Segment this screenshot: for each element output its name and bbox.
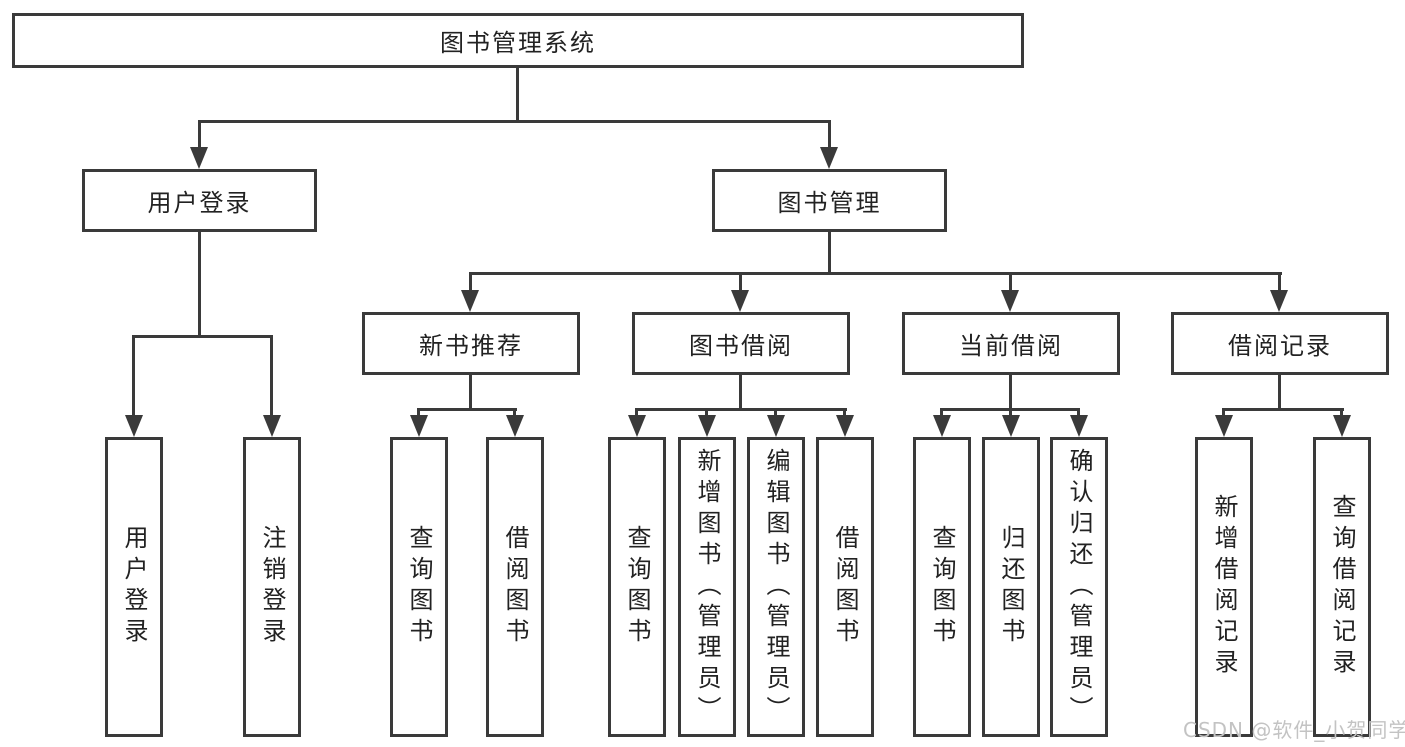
connector-root-branch bbox=[198, 120, 831, 123]
arrow-down-icon bbox=[190, 147, 208, 169]
leaf-user-login-label: 用户登录 bbox=[120, 525, 148, 649]
connector-user-login-branch bbox=[132, 335, 273, 338]
connector-drop bbox=[1009, 408, 1012, 418]
connector-drop bbox=[940, 408, 943, 418]
arrow-down-icon bbox=[1333, 415, 1351, 437]
leaf-edit-book-admin-label: 编辑图书（管理员） bbox=[762, 447, 790, 727]
arrow-down-icon bbox=[698, 415, 716, 437]
connector-drop bbox=[739, 272, 742, 294]
node-book-borrow-label: 图书借阅 bbox=[689, 332, 793, 360]
node-user-login: 用户登录 bbox=[82, 169, 317, 232]
node-root: 图书管理系统 bbox=[12, 13, 1024, 68]
arrow-down-icon bbox=[1002, 415, 1020, 437]
connector-drop bbox=[132, 335, 135, 419]
node-current-borrow: 当前借阅 bbox=[902, 312, 1120, 375]
connector-user-login-stem bbox=[198, 232, 201, 335]
leaf-logout-label: 注销登录 bbox=[258, 525, 286, 649]
arrow-down-icon bbox=[731, 290, 749, 312]
connector-drop bbox=[1077, 408, 1080, 418]
connector-stem bbox=[469, 375, 472, 408]
arrow-down-icon bbox=[461, 290, 479, 312]
connector-branch bbox=[1222, 408, 1344, 411]
arrow-down-icon bbox=[836, 415, 854, 437]
arrow-down-icon bbox=[820, 147, 838, 169]
connector-drop bbox=[705, 408, 708, 418]
connector-drop bbox=[270, 335, 273, 419]
leaf-query-borrow-record-label: 查询借阅记录 bbox=[1328, 494, 1356, 680]
node-borrow-records-label: 借阅记录 bbox=[1228, 332, 1332, 360]
connector-drop bbox=[469, 272, 472, 294]
connector-drop bbox=[1009, 272, 1012, 294]
arrow-down-icon bbox=[1070, 415, 1088, 437]
leaf-confirm-return-admin-label: 确认归还（管理员） bbox=[1065, 447, 1093, 727]
arrow-down-icon bbox=[410, 415, 428, 437]
connector-drop bbox=[1278, 272, 1281, 294]
connector-branch bbox=[417, 408, 517, 411]
node-root-label: 图书管理系统 bbox=[440, 29, 596, 57]
arrow-down-icon bbox=[125, 415, 143, 437]
connector-stem bbox=[1278, 375, 1281, 408]
leaf-logout: 注销登录 bbox=[243, 437, 301, 737]
connector-drop bbox=[774, 408, 777, 418]
node-book-management-label: 图书管理 bbox=[777, 189, 882, 217]
leaf-add-book-admin-label: 新增图书（管理员） bbox=[693, 447, 721, 727]
node-borrow-records: 借阅记录 bbox=[1171, 312, 1389, 375]
node-user-login-label: 用户登录 bbox=[147, 189, 252, 217]
connector-stem bbox=[739, 375, 742, 408]
leaf-borrow-books-1-label: 借阅图书 bbox=[501, 525, 529, 649]
leaf-user-login: 用户登录 bbox=[105, 437, 163, 737]
leaf-return-book-label: 归还图书 bbox=[997, 525, 1025, 649]
leaf-borrow-books-2-label: 借阅图书 bbox=[831, 525, 859, 649]
arrow-down-icon bbox=[1001, 290, 1019, 312]
node-new-book-recommend-label: 新书推荐 bbox=[419, 332, 523, 360]
connector-drop bbox=[843, 408, 846, 418]
node-current-borrow-label: 当前借阅 bbox=[959, 332, 1063, 360]
connector-drop bbox=[1340, 408, 1343, 418]
leaf-borrow-books-1: 借阅图书 bbox=[486, 437, 544, 737]
connector-drop bbox=[513, 408, 516, 418]
leaf-query-books-2: 查询图书 bbox=[608, 437, 666, 737]
leaf-return-book: 归还图书 bbox=[982, 437, 1040, 737]
leaf-query-borrow-record: 查询借阅记录 bbox=[1313, 437, 1371, 737]
leaf-borrow-books-2: 借阅图书 bbox=[816, 437, 874, 737]
leaf-add-book-admin: 新增图书（管理员） bbox=[678, 437, 736, 737]
connector-drop bbox=[635, 408, 638, 418]
csdn-watermark: CSDN @软件_小贺同学 bbox=[1183, 718, 1405, 742]
connector-branch bbox=[635, 408, 847, 411]
connector-stem bbox=[1009, 375, 1012, 408]
connector-book-management-stem bbox=[828, 232, 831, 272]
arrow-down-icon bbox=[1270, 290, 1288, 312]
leaf-query-books-1: 查询图书 bbox=[390, 437, 448, 737]
arrow-down-icon bbox=[1215, 415, 1233, 437]
connector-drop bbox=[1222, 408, 1225, 418]
arrow-down-icon bbox=[263, 415, 281, 437]
connector-drop-book-management bbox=[828, 120, 831, 151]
connector-root-stem bbox=[516, 68, 519, 120]
leaf-query-books-3-label: 查询图书 bbox=[928, 525, 956, 649]
leaf-query-books-2-label: 查询图书 bbox=[623, 525, 651, 649]
leaf-query-books-1-label: 查询图书 bbox=[405, 525, 433, 649]
leaf-edit-book-admin: 编辑图书（管理员） bbox=[747, 437, 805, 737]
leaf-confirm-return-admin: 确认归还（管理员） bbox=[1050, 437, 1108, 737]
leaf-add-borrow-record-label: 新增借阅记录 bbox=[1210, 494, 1238, 680]
connector-drop-user-login bbox=[198, 120, 201, 151]
arrow-down-icon bbox=[506, 415, 524, 437]
arrow-down-icon bbox=[767, 415, 785, 437]
node-book-borrow: 图书借阅 bbox=[632, 312, 850, 375]
node-book-management: 图书管理 bbox=[712, 169, 947, 232]
connector-book-management-branch bbox=[469, 272, 1282, 275]
connector-drop bbox=[417, 408, 420, 418]
arrow-down-icon bbox=[933, 415, 951, 437]
arrow-down-icon bbox=[628, 415, 646, 437]
node-new-book-recommend: 新书推荐 bbox=[362, 312, 580, 375]
leaf-add-borrow-record: 新增借阅记录 bbox=[1195, 437, 1253, 737]
leaf-query-books-3: 查询图书 bbox=[913, 437, 971, 737]
